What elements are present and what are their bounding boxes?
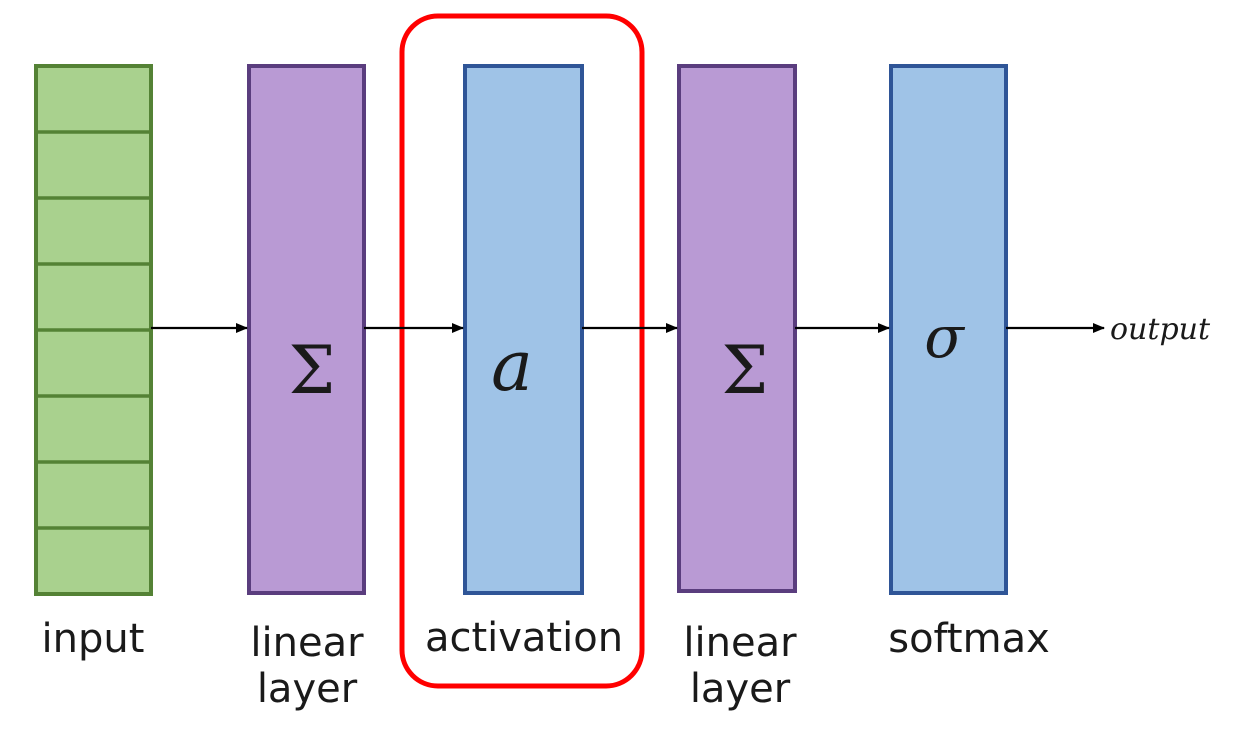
softmax-layer: σ: [889, 64, 1008, 595]
activation-highlight-frame: [399, 13, 645, 689]
softmax-label: softmax: [888, 616, 1050, 662]
input-block: [34, 64, 153, 596]
input-label: input: [42, 616, 145, 662]
linear-layer-1-block: [247, 64, 366, 595]
activation-block: [463, 64, 584, 595]
softmax-block: [889, 64, 1008, 595]
linear-layer-2-label-line1: linear: [683, 620, 797, 666]
linear-layer-2-block: [677, 64, 797, 593]
linear-layer-1: Σ: [247, 64, 366, 595]
output-label: output: [1110, 312, 1211, 347]
sum-symbol: Σ: [289, 332, 336, 409]
linear-layer-2-label-line2: layer: [690, 666, 791, 712]
activation-symbol: a: [491, 325, 533, 407]
linear-layer-1-label-line1: linear: [250, 620, 364, 666]
input-cell-dividers: [36, 130, 151, 530]
sigma-symbol: σ: [924, 303, 965, 371]
activation-layer: a: [399, 13, 645, 689]
linear-layer-1-label-line2: layer: [257, 666, 358, 712]
linear-layer-2: Σ: [677, 64, 797, 593]
sum-symbol: Σ: [722, 332, 769, 409]
activation-label: activation: [425, 615, 623, 661]
